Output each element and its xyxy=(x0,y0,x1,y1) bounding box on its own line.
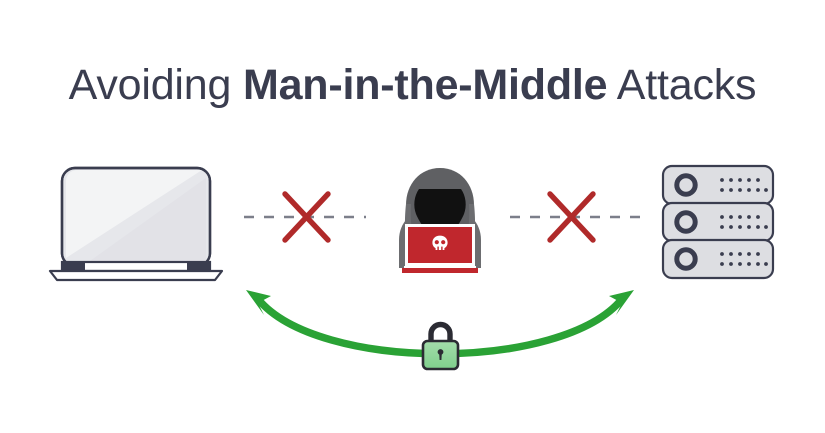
secure-arrowhead-right xyxy=(609,290,634,315)
server-unit-2-body xyxy=(661,201,775,243)
title-suffix: Attacks xyxy=(607,61,757,109)
server-stack xyxy=(661,164,775,280)
server-unit-2 xyxy=(661,201,775,243)
hacker-laptop xyxy=(402,224,478,273)
title-prefix: Avoiding xyxy=(68,61,243,109)
server-unit-2-dots xyxy=(720,215,768,229)
blocked-path-left xyxy=(244,191,366,243)
server-unit-3-dots xyxy=(720,252,768,266)
server-unit-3 xyxy=(661,238,775,280)
secure-arrowhead-left xyxy=(246,290,271,315)
title-emphasis: Man-in-the-Middle xyxy=(242,61,608,109)
padlock-keyhole xyxy=(437,349,444,355)
server-unit-1-body xyxy=(661,164,775,206)
hacker-man-in-the-middle xyxy=(399,168,481,273)
server-unit-2-led xyxy=(674,210,698,234)
padlock-icon xyxy=(421,321,460,371)
secure-encrypted-channel xyxy=(246,290,634,371)
server-unit-1-dots xyxy=(720,178,768,192)
x-mark-left xyxy=(282,191,331,243)
x-mark-right xyxy=(547,191,596,243)
laptop-screen-shadow xyxy=(90,178,206,261)
skull-icon xyxy=(432,235,448,250)
hacker-laptop-base xyxy=(402,268,478,273)
server-unit-1-led xyxy=(674,173,698,197)
laptop-hinge-right xyxy=(187,262,209,271)
title-line: Avoiding Man-in-the-Middle Attacks xyxy=(69,58,757,112)
laptop-hinge-left xyxy=(63,262,85,271)
blocked-path-right xyxy=(510,191,640,243)
server-unit-3-body xyxy=(661,238,775,280)
laptop-base xyxy=(48,269,224,282)
padlock-shackle xyxy=(428,321,453,343)
server-unit-1 xyxy=(661,164,775,206)
page-title: Avoiding Man-in-the-Middle Attacks xyxy=(0,58,825,112)
padlock-keyhole-stem xyxy=(439,353,442,360)
laptop-client xyxy=(48,166,224,282)
laptop-screen-highlight xyxy=(66,170,202,258)
server-unit-3-led xyxy=(674,247,698,271)
